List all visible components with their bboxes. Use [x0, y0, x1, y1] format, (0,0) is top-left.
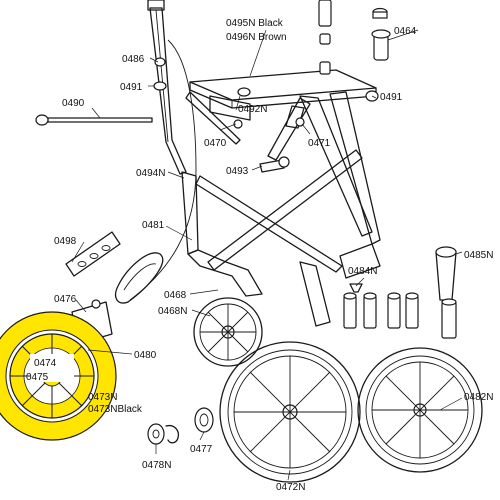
- label-0468N: 0468N: [158, 306, 187, 317]
- label-0476: 0476: [54, 294, 77, 305]
- brake-parts-set: [343, 283, 419, 329]
- label-0472N: 0472N: [276, 482, 305, 493]
- label-0492N: 0492N: [238, 104, 267, 115]
- bolt-part: [259, 156, 290, 173]
- label-0468: 0468: [164, 290, 187, 301]
- label-0470: 0470: [204, 138, 227, 149]
- label-0464: 0464: [394, 26, 417, 37]
- hand-grip-pad: [114, 252, 164, 304]
- axle-bolt: [147, 423, 180, 445]
- leader-lines: [71, 29, 463, 481]
- label-0486: 0486: [122, 54, 145, 65]
- label-0498: 0498: [54, 236, 77, 247]
- large-front-wheel: [219, 341, 361, 483]
- label-0485N: 0485N: [464, 250, 493, 261]
- label-0473N: 0473N: [88, 392, 117, 403]
- small-caster-wheel: [193, 297, 263, 367]
- small-fittings: [153, 57, 379, 102]
- label-0475: 0475: [26, 372, 49, 383]
- label-0474: 0474: [34, 358, 57, 369]
- label-0493: 0493: [226, 166, 249, 177]
- label-0481: 0481: [142, 220, 165, 231]
- part-labels: 0495N Black 0496N Brown 0464 0486 0491 0…: [26, 18, 493, 493]
- washer: [194, 407, 214, 433]
- seat-post-part: [318, 0, 391, 75]
- label-0471: 0471: [308, 138, 331, 149]
- label-0473NBlack: 0473NBlack: [88, 404, 143, 415]
- brake-lever-plate: [65, 231, 121, 277]
- fork-stem: [441, 298, 457, 339]
- seat-bracket: [209, 95, 305, 129]
- label-0491-left: 0491: [120, 82, 143, 93]
- label-0494N: 0494N: [136, 168, 165, 179]
- label-0495N: 0495N Black: [226, 18, 284, 29]
- brake-cable: [129, 39, 197, 301]
- label-0496N: 0496N Brown: [226, 32, 287, 43]
- handle-bar: [147, 0, 187, 175]
- highlighted-wheel-0473N: [0, 311, 117, 441]
- label-0484N: 0484N: [348, 266, 377, 277]
- label-0477: 0477: [190, 444, 213, 455]
- label-0478N: 0478N: [142, 460, 171, 471]
- label-0491-right: 0491: [380, 92, 403, 103]
- label-0490: 0490: [62, 98, 85, 109]
- label-0480: 0480: [134, 350, 157, 361]
- label-0482N: 0482N: [464, 392, 493, 403]
- rear-wheel: [357, 347, 483, 473]
- main-frame: [181, 91, 457, 327]
- cross-rod: [35, 114, 153, 126]
